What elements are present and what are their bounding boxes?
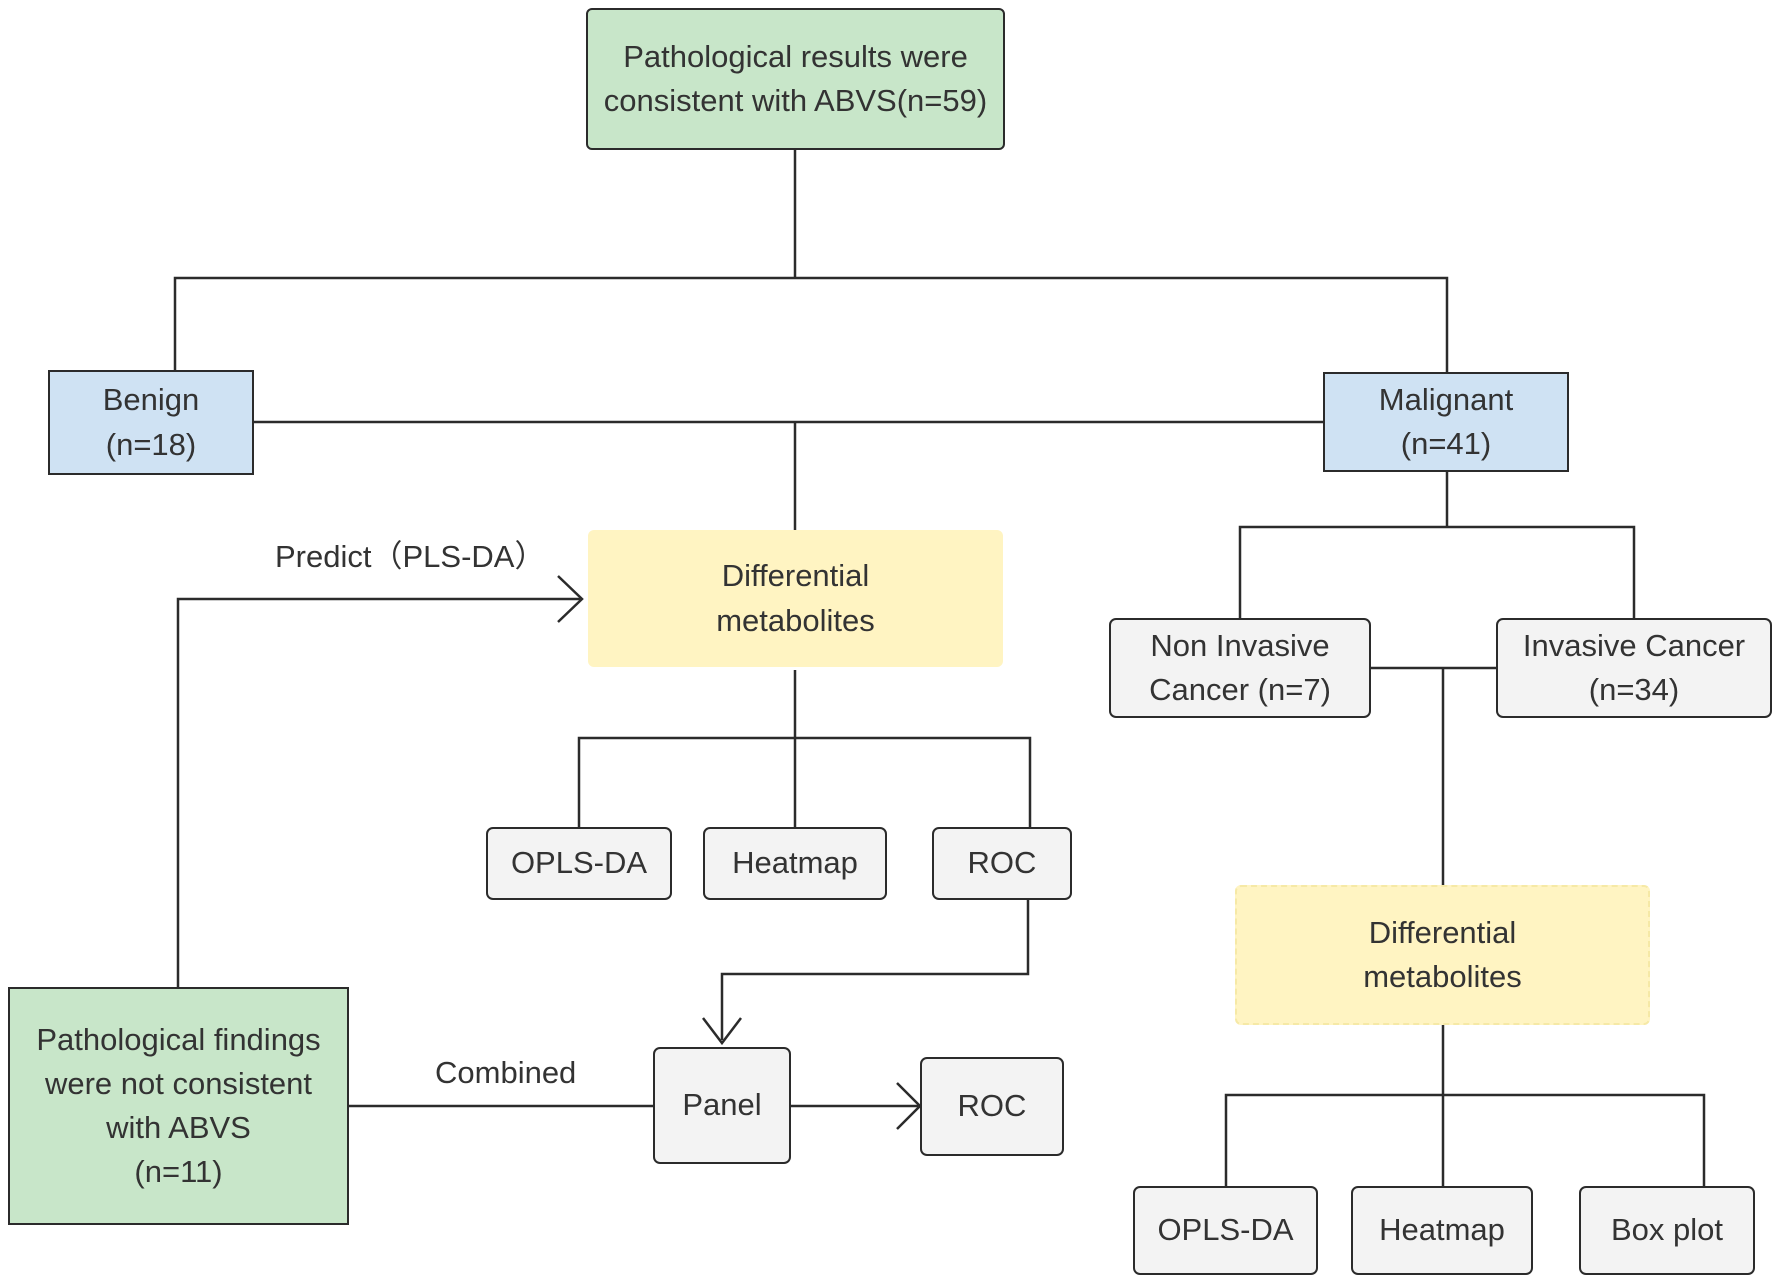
edge-predict xyxy=(176,597,580,987)
label-predict: Predict（PLS-DA） xyxy=(275,539,546,574)
node-differential-metabolites-right: Differential metabolites xyxy=(1235,885,1650,1025)
node-invasive-cancer: Invasive Cancer (n=34) xyxy=(1496,618,1772,718)
node-heatmap-left: Heatmap xyxy=(703,827,887,900)
node-opls-da-right: OPLS-DA xyxy=(1133,1186,1318,1275)
label-combined: Combined xyxy=(435,1055,577,1090)
node-heatmap-right: Heatmap xyxy=(1351,1186,1533,1275)
node-malignant: Malignant (n=41) xyxy=(1323,372,1569,472)
edge-split-benign-malignant xyxy=(173,276,1449,372)
edge-roc-to-panel xyxy=(720,900,1030,1040)
node-roc-left: ROC xyxy=(932,827,1072,900)
arrow-head-predict xyxy=(557,575,584,623)
node-differential-metabolites-left: Differential metabolites xyxy=(588,530,1003,667)
node-benign: Benign (n=18) xyxy=(48,370,254,475)
node-box-plot-right: Box plot xyxy=(1579,1186,1755,1275)
node-consistent-with-abvs: Pathological results were consistent wit… xyxy=(586,8,1005,150)
node-not-consistent-with-abvs: Pathological findings were not consisten… xyxy=(8,987,349,1225)
node-roc-panel: ROC xyxy=(920,1057,1064,1156)
node-opls-da-left: OPLS-DA xyxy=(486,827,672,900)
edge-diff-left-branch xyxy=(577,736,1032,827)
arrow-head-panel xyxy=(702,1017,742,1046)
edge-malignant-branch xyxy=(1238,525,1636,618)
edge-diff-right-branch xyxy=(1224,1093,1706,1186)
node-non-invasive-cancer: Non Invasive Cancer (n=7) xyxy=(1109,618,1371,718)
node-panel: Panel xyxy=(653,1047,791,1164)
